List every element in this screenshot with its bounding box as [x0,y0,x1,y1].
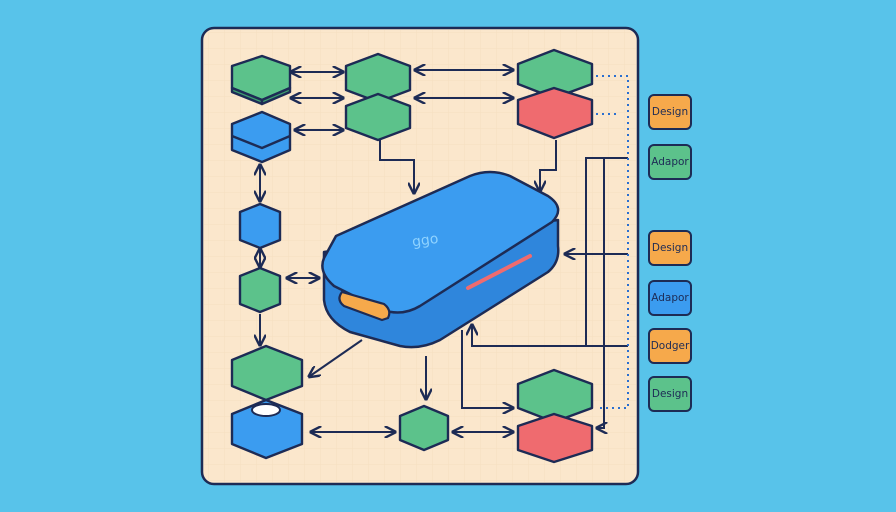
cube-blue-left-2[interactable] [238,202,282,250]
hub-front-port [338,290,391,322]
cube-red-top-right[interactable] [516,86,594,140]
connectors [260,70,629,432]
hub-side-slot [466,254,532,290]
cube-blue-bottom-left[interactable] [230,398,304,460]
legend-tag-2[interactable]: Adapor [648,144,692,180]
connector-ring [251,403,281,417]
cube-green-top-left[interactable] [230,54,292,106]
cube-green-left-3[interactable] [238,266,282,314]
cube-green-top-middle[interactable] [344,52,412,104]
legend-tag-5[interactable]: Dodger [648,328,692,364]
cube-green-top-right[interactable] [516,48,594,100]
cube-red-bottom-right[interactable] [516,412,594,464]
hub-device[interactable]: ggo [321,170,560,349]
legend-tag-3[interactable]: Design [648,230,692,266]
cube-green-bottom-middle[interactable] [398,404,450,452]
legend-tag-4[interactable]: Adapor [648,280,692,316]
hub-label: ggo [411,231,439,251]
legend-tag-1[interactable]: Design [648,94,692,130]
cube-green-bottom-right[interactable] [516,368,594,424]
cube-green-top-middle-2[interactable] [344,92,412,142]
cube-blue-left-1[interactable] [230,110,292,164]
cube-green-bottom-left[interactable] [230,344,304,402]
legend-tag-6[interactable]: Design [648,376,692,412]
